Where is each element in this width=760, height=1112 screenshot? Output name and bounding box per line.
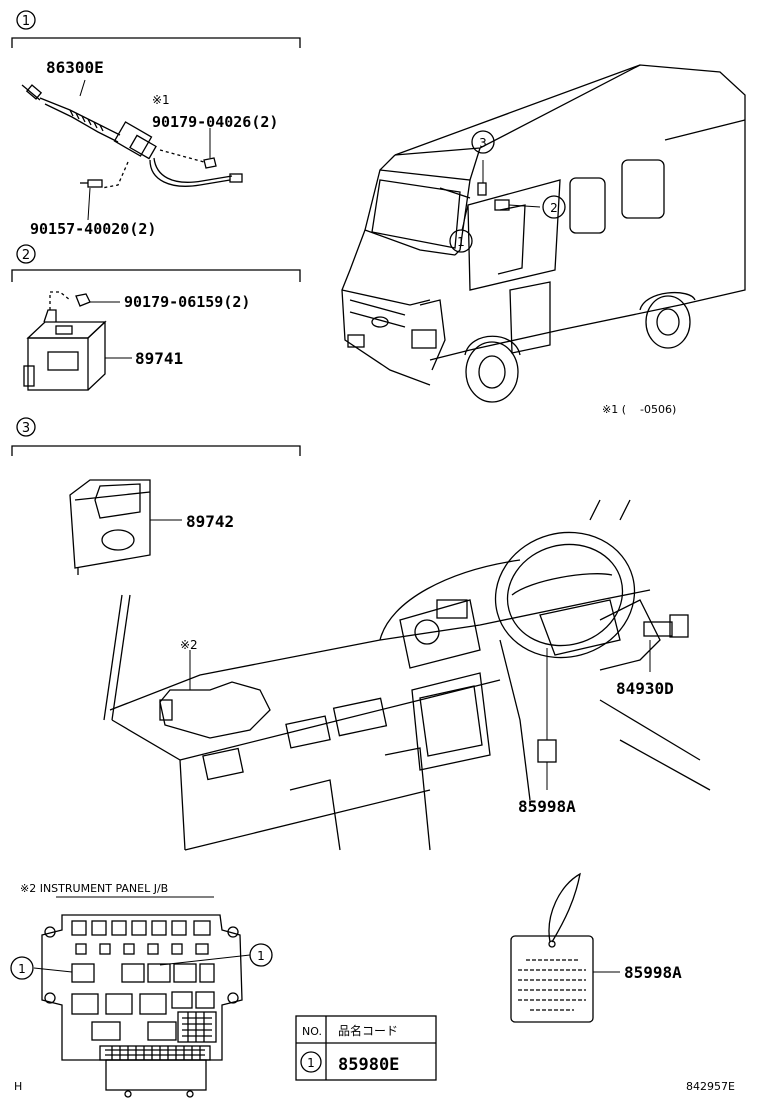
- label-tag-drawing: [510, 872, 620, 1023]
- part-85998A-tag: 85998A: [624, 963, 682, 982]
- van-callouts: [449, 130, 566, 253]
- part-90179-06159: 90179-06159(2): [124, 293, 250, 311]
- dashboard-drawing: [103, 499, 711, 851]
- van-callout-3: 3: [479, 136, 487, 150]
- section-1-number: 1: [22, 14, 30, 29]
- van-callout-2: 2: [550, 201, 558, 215]
- section-2-number: 2: [22, 248, 30, 263]
- section-2-header: [11, 244, 301, 282]
- table-header-code: 品名コード: [338, 1023, 398, 1038]
- module-89742-drawing: [69, 479, 182, 575]
- jb-callout-right: 1: [257, 949, 265, 963]
- date-range-note: ※1 ( -0506): [602, 403, 676, 416]
- footer-left: H: [14, 1080, 22, 1093]
- module-89741-drawing: [23, 291, 132, 391]
- part-89742: 89742: [186, 512, 234, 531]
- section-3-header: [11, 417, 301, 456]
- junction-block-callouts: [10, 943, 273, 980]
- van-callout-1: 1: [457, 235, 465, 249]
- code-table-grid: [295, 1015, 437, 1081]
- table-row-code: 85980E: [338, 1055, 399, 1075]
- part-85998A-dash: 85998A: [518, 797, 576, 816]
- note-1-mark: ※1: [152, 93, 170, 107]
- part-89741: 89741: [135, 349, 183, 368]
- section-1-header: [11, 10, 301, 48]
- part-84930D: 84930D: [616, 679, 674, 698]
- section-3-number: 3: [22, 421, 30, 436]
- dash-note-mark: ※2: [180, 638, 198, 652]
- antenna-cable-drawing: [21, 84, 243, 189]
- leader-lines-section-1: [79, 79, 211, 221]
- junction-block-drawing: [33, 914, 251, 1098]
- table-header-no: NO.: [302, 1025, 322, 1038]
- van-drawing: [341, 64, 746, 403]
- part-90157-40020: 90157-40020(2): [30, 220, 156, 238]
- jb-callout-left: 1: [18, 962, 26, 976]
- table-row-no: 1: [307, 1056, 315, 1070]
- jb-title: ※2 INSTRUMENT PANEL J/B: [20, 882, 168, 895]
- footer-diagram-id: 842957E: [686, 1080, 735, 1093]
- part-90179-04026: 90179-04026(2): [152, 113, 278, 131]
- part-86300E: 86300E: [46, 58, 104, 77]
